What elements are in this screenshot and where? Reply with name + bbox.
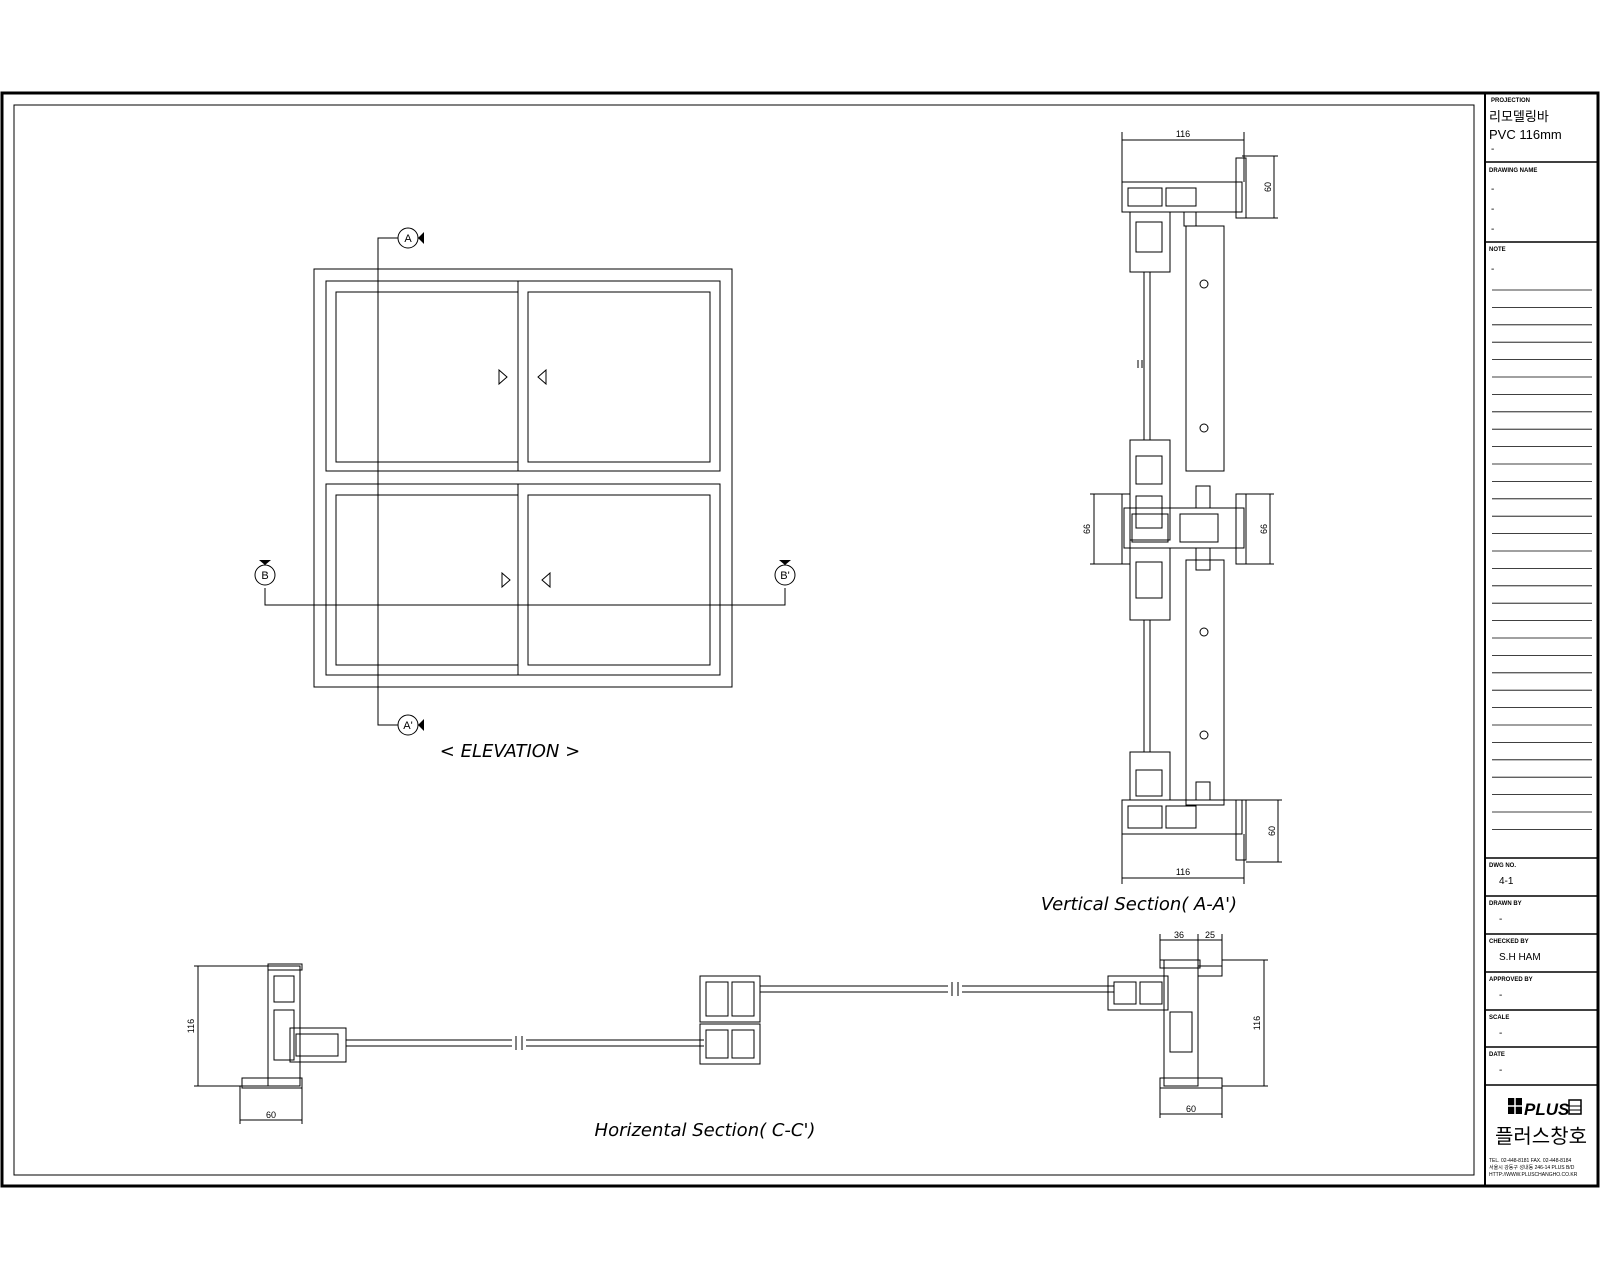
checked-by-value: S.H HAM xyxy=(1499,952,1541,963)
checked-by-label: CHECKED BY xyxy=(1489,939,1529,945)
company-logo: PLUS xyxy=(1508,1098,1582,1119)
meeting-stile-profile xyxy=(699,975,761,1023)
drawing-name-line: - xyxy=(1491,184,1494,195)
drawing-name-line: - xyxy=(1491,224,1494,235)
marker-b-prime-label: B' xyxy=(780,570,789,582)
top-frame-profile xyxy=(1121,181,1243,213)
sash-rail xyxy=(1185,225,1225,472)
dim-mid-right: 66 xyxy=(1259,524,1269,534)
slide-arrow-icon xyxy=(537,368,547,386)
section-line-b xyxy=(264,588,786,606)
dim-right-a: 36 xyxy=(1174,930,1184,940)
approved-by-label: APPROVED BY xyxy=(1489,977,1533,983)
left-jamb-profile xyxy=(267,965,301,1087)
dim-bottom-width: 116 xyxy=(1176,867,1190,877)
outer-border xyxy=(0,91,1600,1188)
sash-rail xyxy=(1185,559,1225,806)
note-lines xyxy=(1492,289,1592,830)
marker-b-label: B xyxy=(261,570,268,582)
vertical-section-caption: Vertical Section( A-A') xyxy=(1041,894,1237,915)
horizontal-section-caption: Horizental Section( C-C') xyxy=(595,1120,816,1141)
company-logo-text: PLUS xyxy=(1524,1100,1570,1119)
sash-top-left xyxy=(335,291,519,463)
slide-arrow-icon xyxy=(501,571,511,589)
dim-right-width: 60 xyxy=(1186,1104,1196,1114)
dim-right-b: 25 xyxy=(1205,930,1215,940)
right-jamb-profile xyxy=(1163,959,1199,1087)
contact-line: TEL. 02-448-8181 FAX. 02-448-8184 xyxy=(1489,1158,1571,1164)
marker-a-label: A xyxy=(404,233,412,245)
contact-line: HTTP://WWW.PLUSCHANGHO.CO.KR xyxy=(1489,1172,1578,1178)
elevation-view xyxy=(254,227,796,736)
slide-arrow-icon xyxy=(498,368,508,386)
projection-label: PROJECTION xyxy=(1491,98,1530,104)
note-label: NOTE xyxy=(1489,247,1506,253)
date-label: DATE xyxy=(1489,1052,1505,1058)
bottom-frame-profile xyxy=(1121,799,1243,835)
dim-left-height: 116 xyxy=(186,1019,196,1033)
projection-line3: - xyxy=(1491,144,1494,155)
dim-left-width: 60 xyxy=(266,1110,276,1120)
dwg-no-label: DWG NO. xyxy=(1489,863,1516,869)
middle-transom-profile xyxy=(1123,507,1245,549)
sash-top-right xyxy=(527,291,711,463)
drawing-border xyxy=(13,104,1475,1176)
section-line-a xyxy=(377,237,398,726)
horizontal-section-view xyxy=(194,934,1268,1124)
sash-bottom-right xyxy=(527,494,711,666)
title-block xyxy=(1485,161,1598,1086)
drawn-by-value: - xyxy=(1499,914,1502,925)
scale-value: - xyxy=(1499,1028,1502,1039)
projection-line1: 리모델링바 xyxy=(1489,109,1549,124)
dim-mid-left: 66 xyxy=(1082,524,1092,534)
projection-line2: PVC 116mm xyxy=(1489,127,1562,142)
window-inner-frame-top xyxy=(325,280,721,472)
window-outer-frame xyxy=(313,268,733,688)
company-name: 플러스창호 xyxy=(1495,1125,1587,1148)
marker-a-prime-label: A' xyxy=(403,720,412,732)
dim-top-width: 116 xyxy=(1176,129,1190,139)
vertical-section-view xyxy=(1090,132,1282,884)
dim-top-height: 60 xyxy=(1263,182,1273,192)
dwg-no-value: 4-1 xyxy=(1499,876,1514,887)
drawing-name-line: - xyxy=(1491,204,1494,215)
elevation-caption: < ELEVATION > xyxy=(440,741,580,762)
date-value: - xyxy=(1499,1065,1502,1076)
contact-line: 서울시 강동구 성내동 246-14 PLUS B/D xyxy=(1489,1164,1575,1171)
scale-label: SCALE xyxy=(1489,1015,1509,1021)
drawn-by-label: DRAWN BY xyxy=(1489,901,1522,907)
note-value: - xyxy=(1491,264,1494,275)
drawing-name-label: DRAWING NAME xyxy=(1489,168,1537,174)
window-inner-frame-bottom xyxy=(325,483,721,676)
sash-bottom-left xyxy=(335,494,519,666)
dim-right-height: 116 xyxy=(1252,1016,1262,1030)
slide-arrow-icon xyxy=(541,571,551,589)
dim-bottom-height: 60 xyxy=(1267,826,1277,836)
approved-by-value: - xyxy=(1499,990,1502,1001)
